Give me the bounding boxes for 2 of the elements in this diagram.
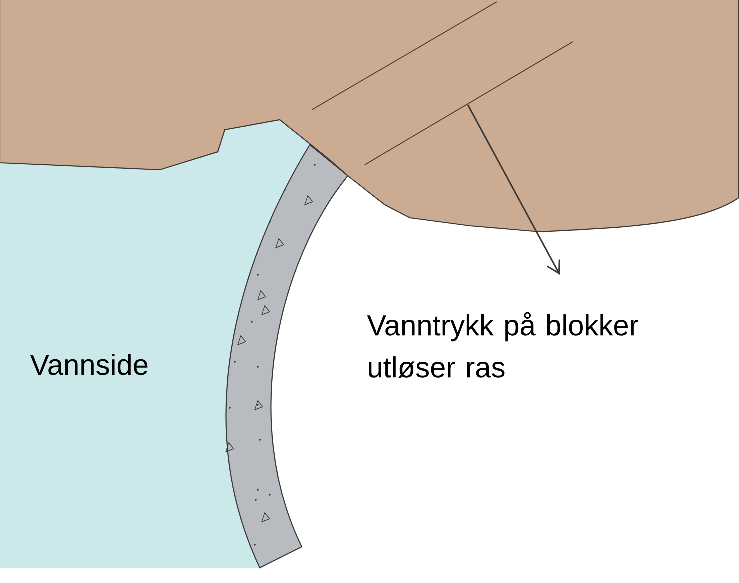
- region-label: Vannside: [30, 354, 148, 376]
- caption-text: Vanntrykk på blokker utløser ras: [367, 312, 639, 378]
